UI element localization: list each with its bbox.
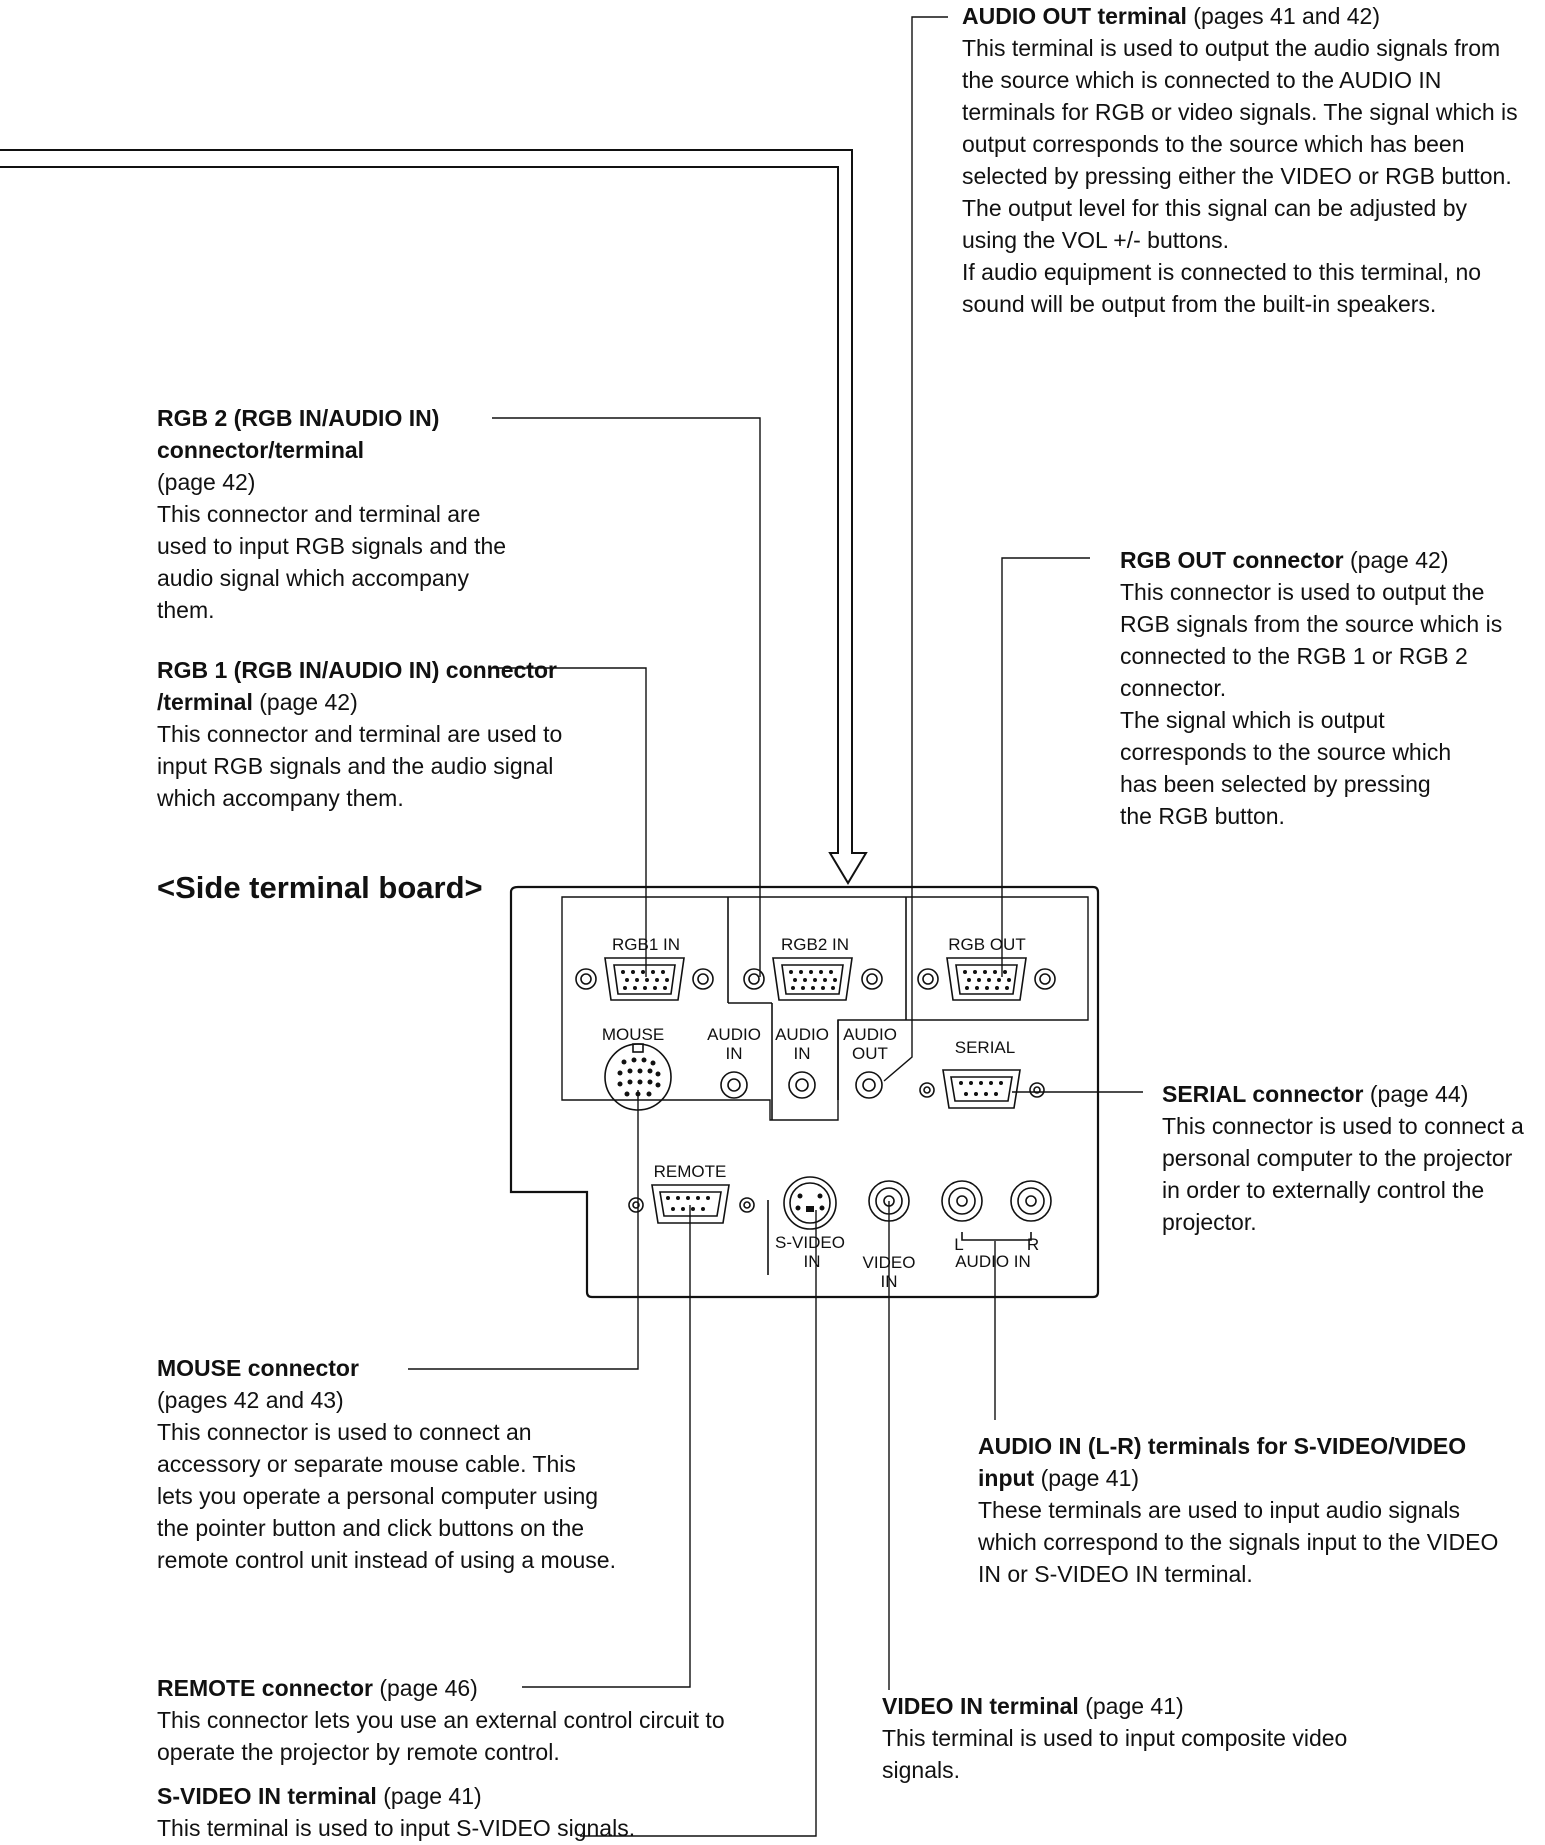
panel-label-in-s-video: IN bbox=[804, 1252, 821, 1271]
rgb2-in-connector bbox=[743, 957, 883, 1001]
callout-title: MOUSE connector bbox=[157, 1355, 359, 1381]
callout-body-2: The signal which is output corresponds t… bbox=[1120, 707, 1452, 829]
callout-body: These terminals are used to input audio … bbox=[978, 1497, 1499, 1587]
callout-body-2: If audio equipment is connected to this … bbox=[962, 259, 1482, 317]
callout-page-ref: (page 46) bbox=[372, 1675, 478, 1701]
remote-connector bbox=[628, 1184, 755, 1224]
callout-title: RGB 2 (RGB IN/AUDIO IN) connector/termin… bbox=[157, 405, 440, 463]
panel-label-rgb2-in: RGB2 IN bbox=[781, 935, 849, 954]
callout-body: This connector and terminal are used to … bbox=[157, 721, 563, 811]
panel-label-mouse: MOUSE bbox=[602, 1025, 664, 1044]
pin-dots-serial bbox=[959, 1081, 1003, 1096]
callout-body: This connector is used to output the RGB… bbox=[1120, 579, 1503, 701]
leader-rgb1 bbox=[488, 667, 647, 977]
callout-page-ref: (page 42) bbox=[252, 689, 358, 715]
callout-audio-in-lr: AUDIO IN (L-R) terminals for S-VIDEO/VID… bbox=[978, 1430, 1523, 1590]
pin-dots-mouse bbox=[617, 1057, 661, 1097]
callout-rgb2: RGB 2 (RGB IN/AUDIO IN) connector/termin… bbox=[157, 402, 517, 626]
audio-l-jack bbox=[941, 1180, 983, 1222]
callout-body: This connector and terminal are used to … bbox=[157, 501, 507, 623]
section-title: <Side terminal board> bbox=[157, 870, 483, 905]
callout-title: SERIAL connector bbox=[1162, 1081, 1364, 1107]
callout-page-ref: (page 41) bbox=[376, 1783, 482, 1809]
callout-rgb-out: RGB OUT connector (page 42) This connect… bbox=[1120, 544, 1520, 832]
audio-in-2-jack bbox=[788, 1071, 816, 1099]
callout-s-video-in: S-VIDEO IN terminal (page 41) This termi… bbox=[157, 1780, 777, 1844]
callout-title: RGB OUT connector bbox=[1120, 547, 1344, 573]
callout-title: RGB 1 (RGB IN/AUDIO IN) connector /termi… bbox=[157, 657, 557, 715]
audio-out-jack bbox=[855, 1071, 883, 1099]
pin-dots-remote bbox=[666, 1196, 710, 1211]
leader-rgb-out bbox=[1001, 557, 1090, 977]
callout-body: This connector is used to connect a pers… bbox=[1162, 1113, 1524, 1235]
callout-body: This terminal is used to input composite… bbox=[882, 1725, 1348, 1783]
callout-page-ref: (pages 41 and 42) bbox=[1186, 3, 1381, 29]
leader-s-video-in bbox=[580, 1210, 817, 1837]
pin-dots-rgb2 bbox=[789, 970, 837, 990]
panel-label-remote: REMOTE bbox=[654, 1162, 727, 1181]
callout-rgb1: RGB 1 (RGB IN/AUDIO IN) connector /termi… bbox=[157, 654, 577, 814]
callout-body: This terminal is used to output the audi… bbox=[962, 35, 1518, 253]
serial-connector bbox=[919, 1069, 1045, 1109]
callout-title: S-VIDEO IN terminal bbox=[157, 1783, 377, 1809]
rgb1-in-connector bbox=[575, 957, 714, 1001]
panel-label-audio-2: AUDIO bbox=[775, 1025, 829, 1044]
callout-page-ref: (page 42) bbox=[157, 469, 256, 495]
leader-rgb2 bbox=[492, 417, 761, 977]
terminal-board-outline bbox=[509, 885, 1100, 1299]
s-video-in-connector bbox=[783, 1176, 837, 1230]
panel-label-audio-1: AUDIO bbox=[707, 1025, 761, 1044]
panel-label-out: OUT bbox=[852, 1044, 888, 1063]
callout-body: This terminal is used to input S-VIDEO s… bbox=[157, 1815, 636, 1841]
panel-label-audio-3: AUDIO bbox=[843, 1025, 897, 1044]
callout-serial: SERIAL connector (page 44) This connecto… bbox=[1162, 1078, 1532, 1238]
callout-body: This connector lets you use an external … bbox=[157, 1707, 725, 1765]
rgb-out-connector bbox=[917, 957, 1056, 1001]
callout-video-in: VIDEO IN terminal (page 41) This termina… bbox=[882, 1690, 1402, 1786]
panel-label-in-1: IN bbox=[726, 1044, 743, 1063]
callout-title: AUDIO OUT terminal bbox=[962, 3, 1187, 29]
callout-title: AUDIO IN (L-R) terminals for S-VIDEO/VID… bbox=[978, 1433, 1467, 1491]
panel-label-l: L bbox=[954, 1235, 963, 1254]
panel-label-r: R bbox=[1027, 1235, 1039, 1254]
callout-audio-out: AUDIO OUT terminal (pages 41 and 42) Thi… bbox=[962, 0, 1522, 320]
callout-page-ref: (page 44) bbox=[1363, 1081, 1469, 1107]
callout-page-ref: (pages 42 and 43) bbox=[157, 1387, 344, 1413]
callout-page-ref: (page 41) bbox=[1034, 1465, 1140, 1491]
leader-audio-out bbox=[883, 16, 948, 1082]
panel-label-rgb-out: RGB OUT bbox=[948, 935, 1025, 954]
leader-mouse bbox=[408, 1090, 639, 1370]
upper-recess bbox=[561, 896, 1089, 1121]
callout-remote: REMOTE connector (page 46) This connecto… bbox=[157, 1672, 747, 1768]
pin-dots-s-video bbox=[795, 1193, 825, 1212]
callout-title: VIDEO IN terminal bbox=[882, 1693, 1079, 1719]
callout-page-ref: (page 42) bbox=[1343, 547, 1449, 573]
panel-label-in-2: IN bbox=[794, 1044, 811, 1063]
callout-mouse: MOUSE connector (pages 42 and 43) This c… bbox=[157, 1352, 637, 1576]
callout-title: REMOTE connector bbox=[157, 1675, 373, 1701]
pin-dots-rgb1 bbox=[621, 970, 669, 990]
pointer-arrow bbox=[0, 149, 868, 885]
audio-in-1-jack bbox=[720, 1071, 748, 1099]
panel-label-audio-in: AUDIO IN bbox=[955, 1252, 1031, 1271]
callout-body: This connector is used to connect an acc… bbox=[157, 1419, 616, 1573]
audio-r-jack bbox=[1010, 1180, 1052, 1222]
panel-label-serial: SERIAL bbox=[955, 1038, 1015, 1057]
leader-remote bbox=[522, 1205, 691, 1688]
callout-page-ref: (page 41) bbox=[1078, 1693, 1184, 1719]
panel-label-s-video: S-VIDEO bbox=[775, 1233, 845, 1252]
pin-dots-rgb-out bbox=[963, 970, 1011, 990]
